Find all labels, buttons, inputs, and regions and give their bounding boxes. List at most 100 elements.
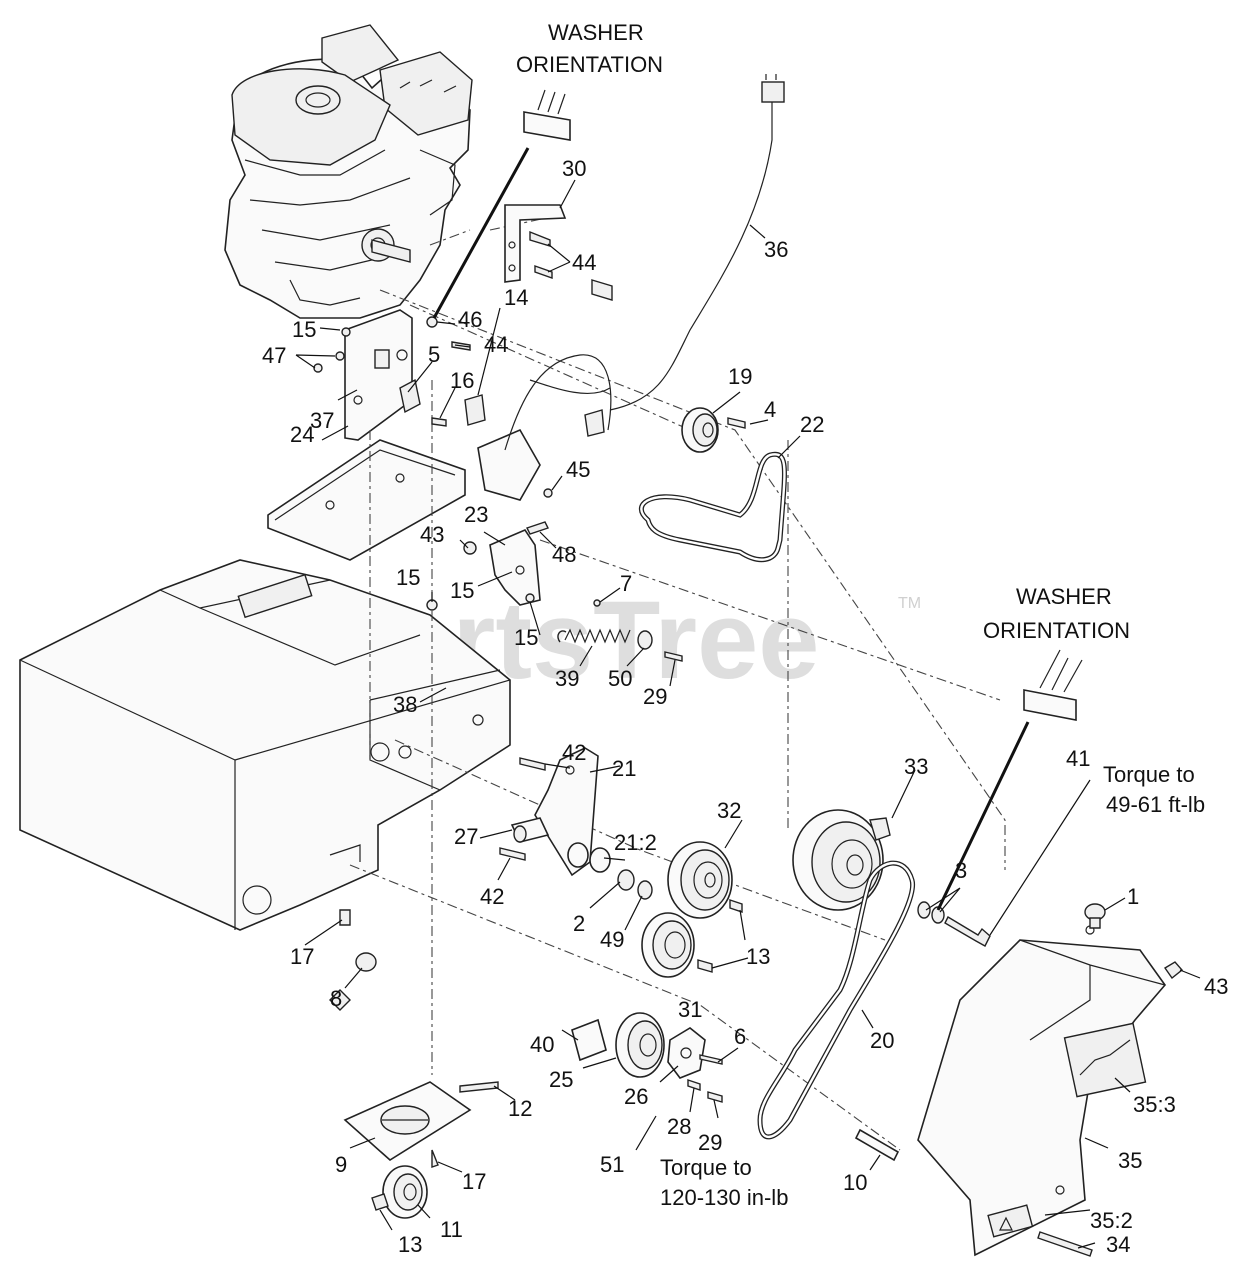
callout-label: 15 — [396, 565, 420, 590]
note-line: WASHER — [548, 20, 644, 45]
cable-36 — [609, 74, 785, 411]
callout-label: 49 — [600, 927, 624, 952]
callout-label: 15 — [292, 317, 316, 342]
callout-label: 35 — [1118, 1148, 1142, 1173]
engine — [224, 24, 473, 319]
belt-20 — [757, 860, 916, 1140]
bracket-30 — [504, 204, 567, 283]
callout-label: 43 — [420, 522, 444, 547]
callout-label: 8 — [330, 986, 342, 1011]
guard-hardware — [1037, 903, 1184, 1257]
callout-label: 17 — [462, 1169, 486, 1194]
callout-label: 43 — [1204, 974, 1228, 999]
callout-label: 45 — [566, 457, 590, 482]
callout-label: 22 — [800, 412, 824, 437]
shaft-10 — [854, 1128, 900, 1162]
callout-label: 48 — [552, 542, 576, 567]
note-washer-orientation-top: WASHER ORIENTATION — [516, 20, 663, 77]
callout-label: 13 — [398, 1232, 422, 1257]
plate-21 — [499, 747, 653, 900]
callout-label: 4 — [764, 397, 776, 422]
callout-label: 20 — [870, 1028, 894, 1053]
callout-label: 34 — [1106, 1232, 1130, 1257]
idler-bracket-23 — [426, 521, 549, 611]
mount-plate — [344, 309, 413, 441]
pulley-31 — [641, 912, 713, 978]
callout-label: 3 — [955, 858, 967, 883]
callout-label: 26 — [624, 1084, 648, 1109]
belt-22 — [639, 451, 787, 563]
bolt-41-washers-3 — [917, 901, 991, 947]
note-line: Torque to — [1103, 762, 1195, 787]
note-line: Torque to — [660, 1155, 752, 1180]
clutch-33 — [792, 809, 891, 911]
callout-label: 15 — [514, 625, 538, 650]
electrical — [399, 279, 613, 501]
left-lower-hardware — [329, 909, 377, 1011]
callout-label: 14 — [504, 285, 528, 310]
idler-arm-9 — [343, 1081, 499, 1219]
callouts: 30 44 36 15 46 44 47 5 16 14 19 4 22 37 … — [262, 156, 1228, 1257]
callout-label: 5 — [428, 342, 440, 367]
note-line: ORIENTATION — [516, 52, 663, 77]
callout-label: 38 — [393, 692, 417, 717]
callout-label: 40 — [530, 1032, 554, 1057]
callout-label: 16 — [450, 368, 474, 393]
callout-label: 41 — [1066, 746, 1090, 771]
callout-label: 33 — [904, 754, 928, 779]
spring-39 — [557, 599, 683, 662]
callout-label: 51 — [600, 1152, 624, 1177]
callout-label: 2 — [573, 911, 585, 936]
washer-orientation-right-icon — [1023, 649, 1083, 721]
callout-label: 30 — [562, 156, 586, 181]
callout-label: 31 — [678, 997, 702, 1022]
callout-label: 42 — [480, 884, 504, 909]
leader-lines — [295, 179, 1201, 1249]
callout-label: 39 — [555, 666, 579, 691]
washer-pointer-right — [936, 721, 1030, 911]
housing — [19, 559, 511, 931]
callout-label: 10 — [843, 1170, 867, 1195]
washer-pointer-top — [432, 147, 530, 319]
note-line: ORIENTATION — [983, 618, 1130, 643]
callout-label: 13 — [746, 944, 770, 969]
note-line: 49-61 ft-lb — [1106, 792, 1205, 817]
callout-label: 44 — [484, 332, 508, 357]
callout-label: 36 — [764, 237, 788, 262]
callout-label: 21 — [612, 756, 636, 781]
callout-label: 6 — [734, 1024, 746, 1049]
callout-label: 28 — [667, 1114, 691, 1139]
callout-label: 11 — [440, 1217, 463, 1242]
callout-label: 19 — [728, 364, 752, 389]
callout-label: 44 — [572, 250, 596, 275]
callout-label: 24 — [290, 422, 314, 447]
callout-label: 47 — [262, 343, 286, 368]
note-torque-clutch: Torque to 49-61 ft-lb — [1103, 762, 1205, 817]
callout-label: 27 — [454, 824, 478, 849]
note-torque-hub: Torque to 120-130 in-lb — [660, 1155, 788, 1210]
drive-pulley-assembly — [571, 1012, 723, 1103]
callout-label: 29 — [643, 684, 667, 709]
note-washer-orientation-right: WASHER ORIENTATION — [983, 584, 1130, 643]
note-line: WASHER — [1016, 584, 1112, 609]
pulley-32 — [667, 841, 743, 919]
callout-label: 35:2 — [1090, 1208, 1133, 1233]
callout-label: 50 — [608, 666, 632, 691]
callout-label: 25 — [549, 1067, 573, 1092]
callout-label: 23 — [464, 502, 488, 527]
washer-orientation-top-icon — [523, 89, 571, 141]
pulley-19 — [681, 407, 746, 453]
callout-label: 29 — [698, 1130, 722, 1155]
callout-label: 46 — [458, 307, 482, 332]
callout-label: 37 — [310, 408, 334, 433]
callout-label: 9 — [335, 1152, 347, 1177]
watermark-tm: TM — [898, 595, 921, 612]
callout-label: 42 — [562, 740, 586, 765]
callout-label: 12 — [508, 1096, 532, 1121]
callout-label: 35:3 — [1133, 1092, 1176, 1117]
callout-label: 7 — [620, 571, 632, 596]
belt-guard-35 — [917, 925, 1167, 1257]
callout-label: 15 — [450, 578, 474, 603]
callout-label: 17 — [290, 944, 314, 969]
callout-label: 21:2 — [614, 830, 657, 855]
